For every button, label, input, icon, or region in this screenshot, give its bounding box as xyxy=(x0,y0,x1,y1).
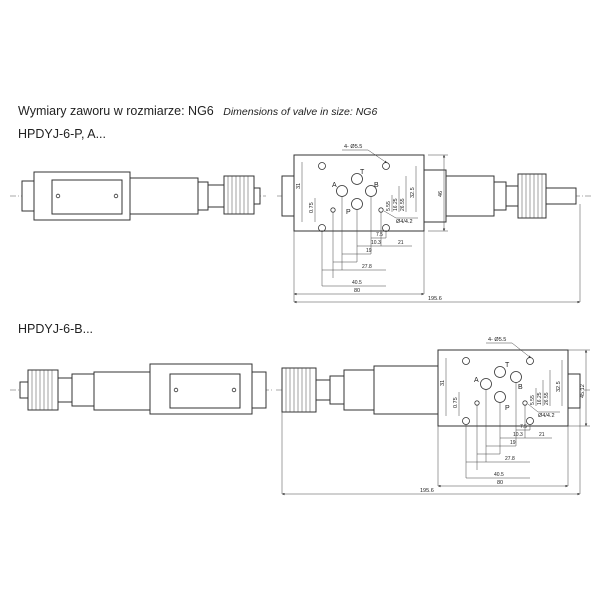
title-polish: Wymiary zaworu w rozmiarze: NG6 xyxy=(18,104,214,118)
hole-callout-bottom: 4- Ø5.5 xyxy=(488,337,506,343)
bottom-side-view xyxy=(10,363,274,415)
dim-16-25-bottom: 16.25 xyxy=(537,392,543,405)
dim-40-5-top: 40.5 xyxy=(352,280,362,286)
dim-32-5-bottom: 32.5 xyxy=(556,381,562,392)
port-b-label-top: B xyxy=(374,182,379,189)
dim-31-bottom: 31 xyxy=(440,380,446,386)
model-label-bottom: HPDYJ-6-B... xyxy=(18,322,94,336)
model-label-top: HPDYJ-6-P, A... xyxy=(18,127,106,141)
top-right-view: A B T P 4- Ø5.5 Ø4/4.2 31 0.75 5.55 16.2… xyxy=(277,144,592,304)
dim-21-bottom: 21 xyxy=(539,432,545,438)
dim-7-5-top: 7.5 xyxy=(376,232,383,238)
page-title: Wymiary zaworu w rozmiarze: NG6 Dimensio… xyxy=(18,104,377,118)
dim-45-12-bottom: 45.12 xyxy=(580,384,586,398)
dim-10-3-top: 10.3 xyxy=(371,240,381,246)
title-english: Dimensions of valve in size: NG6 xyxy=(223,106,378,118)
dim-46-top: 46 xyxy=(438,191,444,197)
dim-195-6-top: 195.6 xyxy=(428,296,442,302)
port-p-label-top: P xyxy=(346,209,351,216)
dim-5-55-bottom: 5.55 xyxy=(530,395,536,405)
port-b-label-bottom: B xyxy=(518,384,523,391)
dim-0-75-top: 0.75 xyxy=(309,202,315,213)
hole-callout-top: 4- Ø5.5 xyxy=(344,144,362,150)
dim-26-55-bottom: 26.55 xyxy=(544,392,550,405)
dim-7-5-bottom: 7.5 xyxy=(520,424,527,430)
port-t-label-bottom: T xyxy=(505,362,510,369)
port-p-label-bottom: P xyxy=(505,405,510,412)
top-side-view xyxy=(10,171,266,221)
dim-19-top: 19 xyxy=(366,248,372,254)
dim-26-55-top: 26.55 xyxy=(400,198,406,211)
dim-195-6-bottom: 195.6 xyxy=(420,488,434,494)
port-callout-bottom: Ø4/4.2 xyxy=(538,413,555,419)
dim-5-55-top: 5.55 xyxy=(386,201,392,211)
dim-0-75-bottom: 0.75 xyxy=(453,397,459,408)
dim-80-bottom: 80 xyxy=(497,480,503,486)
dim-16-25-top: 16.25 xyxy=(393,198,399,211)
bottom-right-view: A B T P 4- Ø5.5 Ø4/4.2 31 0.75 5.55 16.2… xyxy=(276,337,592,496)
dim-40-5-bottom: 40.5 xyxy=(494,472,504,478)
dim-10-3-bottom: 10.3 xyxy=(513,432,523,438)
dim-32-5-top: 32.5 xyxy=(410,187,416,198)
port-a-label-bottom: A xyxy=(474,377,479,384)
port-t-label-top: T xyxy=(360,169,365,176)
dim-31-top: 31 xyxy=(296,183,302,189)
dim-80-top: 80 xyxy=(354,288,360,294)
dim-19-bottom: 19 xyxy=(510,440,516,446)
dim-21-top: 21 xyxy=(398,240,404,246)
port-a-label-top: A xyxy=(332,182,337,189)
dim-27-8-bottom: 27.8 xyxy=(505,456,515,462)
port-callout-top: Ø4/4.2 xyxy=(396,219,413,225)
dim-27-8-top: 27.8 xyxy=(362,264,372,270)
